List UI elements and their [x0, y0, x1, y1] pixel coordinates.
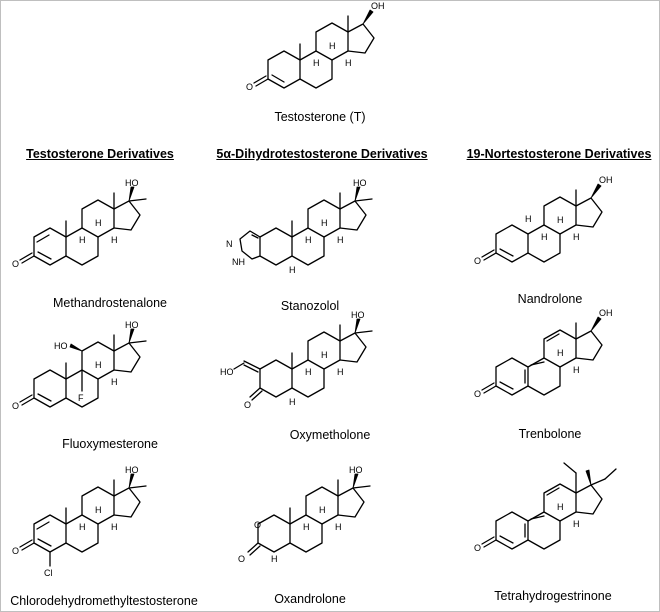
atom-label: H: [573, 519, 580, 529]
atom-label: O: [474, 389, 481, 399]
atom-label: O: [238, 554, 245, 564]
atom-label: H: [79, 235, 86, 245]
atom-label: H: [111, 522, 118, 532]
atom-label: HO: [54, 341, 68, 351]
atom-label: H: [95, 360, 102, 370]
atom-label: H: [313, 58, 320, 68]
atom-label: H: [111, 377, 118, 387]
atom-label: OH: [371, 1, 385, 11]
atom-label: HO: [220, 367, 234, 377]
compound-name-oxandrolone: Oxandrolone: [274, 592, 346, 606]
atom-label: H: [319, 505, 326, 515]
compound-name-tetrahydrogestrinone: Tetrahydrogestrinone: [494, 589, 612, 603]
atom-label: H: [335, 522, 342, 532]
header-dht-alpha: α: [223, 147, 232, 161]
compound-name-stanozolol: Stanozolol: [280, 299, 340, 313]
atom-label: H: [303, 522, 310, 532]
atom-label: H: [337, 235, 344, 245]
atom-label: H: [271, 554, 278, 564]
structure-oxymetholone: HO O HO H H H H: [220, 310, 373, 410]
structure-methandrostenalone: O HO H H H: [12, 178, 147, 269]
atom-label: F: [78, 393, 84, 403]
atom-label: HO: [349, 465, 363, 475]
atom-label: HO: [125, 465, 139, 475]
header-19-nortestosterone-derivatives: 19-Nortestosterone Derivatives: [466, 147, 652, 161]
atom-label: O: [12, 259, 19, 269]
atom-label: HO: [125, 178, 139, 188]
header-dht-prefix: 5: [216, 147, 224, 161]
atom-label: O: [474, 543, 481, 553]
header-testosterone-derivatives: Testosterone Derivatives: [26, 147, 174, 161]
atom-label: NH: [232, 257, 245, 267]
atom-label: H: [95, 505, 102, 515]
atom-label: H: [573, 365, 580, 375]
compound-name-chlorodehydromethyltestosterone: Chlorodehydromethyltestosterone: [10, 594, 198, 608]
atom-label: H: [321, 218, 328, 228]
compound-name-testosterone: Testosterone (T): [274, 110, 366, 124]
atom-label: OH: [599, 175, 613, 185]
atom-label: H: [305, 367, 312, 377]
atom-label: O: [474, 256, 481, 266]
atom-label: H: [79, 522, 86, 532]
atom-label: H: [557, 348, 564, 358]
atom-label: H: [321, 350, 328, 360]
structure-tetrahydrogestrinone: O H H: [474, 462, 617, 553]
atom-label: H: [111, 235, 118, 245]
atom-label: HO: [125, 320, 139, 330]
atom-label: H: [289, 265, 296, 275]
atom-label: H: [541, 232, 548, 242]
compound-name-trenbolone: Trenbolone: [518, 427, 582, 441]
atom-label: H: [305, 235, 312, 245]
header-dht-derivatives: 5α-Dihydrotestosterone Derivatives: [210, 147, 434, 161]
atom-label: H: [557, 502, 564, 512]
atom-label: O: [12, 546, 19, 556]
atom-label: HO: [351, 310, 365, 320]
atom-label: OH: [599, 308, 613, 318]
atom-label: H: [557, 215, 564, 225]
compound-name-nandrolone: Nandrolone: [517, 292, 583, 306]
atom-label: O: [254, 520, 261, 530]
atom-label: H: [289, 397, 296, 407]
atom-label: H: [95, 218, 102, 228]
atom-label: H: [337, 367, 344, 377]
atom-label: H: [573, 232, 580, 242]
atom-label: O: [244, 400, 251, 410]
atom-label: H: [525, 214, 532, 224]
structure-nandrolone: O OH H H H H: [474, 175, 613, 266]
structure-fluoxymesterone: O HO HO F H H: [12, 320, 147, 411]
compound-name-oxymetholone: Oxymetholone: [289, 428, 371, 442]
structure-chlorodehydromethyltestosterone: O Cl HO H H H: [12, 465, 147, 578]
structure-oxandrolone: O O HO H H H H: [238, 465, 371, 564]
header-dht-rest: -Dihydrotestosterone Derivatives: [231, 147, 428, 161]
structure-stanozolol: N NH HO H H H H: [226, 178, 373, 275]
atom-label: H: [329, 41, 336, 51]
compound-name-fluoxymesterone: Fluoxymesterone: [62, 437, 158, 451]
compound-name-methandrostenalone: Methandrostenalone: [53, 296, 167, 310]
atom-label: HO: [353, 178, 367, 188]
structure-trenbolone: O OH H H: [474, 308, 613, 399]
atom-label: O: [12, 401, 19, 411]
atom-label: H: [345, 58, 352, 68]
atom-label: O: [246, 82, 253, 92]
structure-testosterone: O OH H H H: [246, 1, 385, 92]
atom-label: Cl: [44, 568, 53, 578]
atom-label: N: [226, 239, 233, 249]
